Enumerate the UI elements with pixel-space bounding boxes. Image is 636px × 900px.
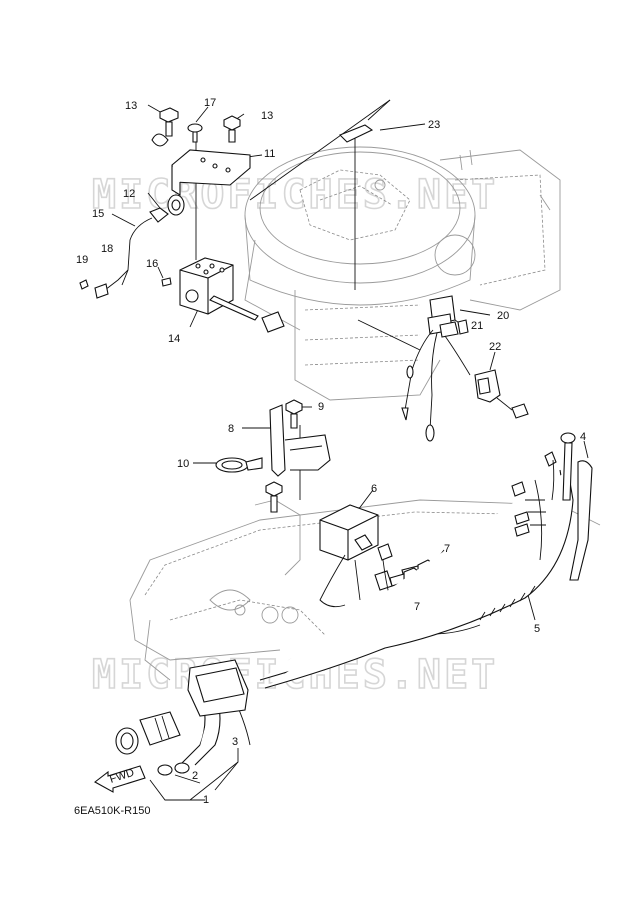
callout-23: 23 [428,119,440,131]
callout-5: 5 [534,623,540,635]
fuse-holders [374,543,481,635]
clamp-10 [215,457,263,473]
callout-3: 3 [232,736,238,748]
callout-20: 20 [497,310,509,322]
wire-harness-5 [259,451,574,689]
cord-18 [94,269,129,299]
connector-2 [139,711,181,746]
callout-13-right: 13 [261,110,273,122]
callout-1: 1 [203,794,209,806]
bracket-8 [269,404,331,477]
leader-lines [111,99,589,801]
bolt-13-left [159,107,179,137]
lever-23 [339,124,374,143]
callout-7-upper: 7 [444,543,450,555]
clip-under-bolt [151,133,169,147]
cap-1 [115,727,139,755]
callout-19: 19 [76,254,88,266]
callout-15: 15 [92,208,104,220]
grommet-12 [167,194,185,216]
lock-plate-19 [79,279,89,290]
callout-6: 6 [371,483,377,495]
connector-21 [457,319,469,335]
callout-17: 17 [204,97,216,109]
bracket-22 [474,369,529,419]
harness-grommet [187,659,249,717]
callout-21: 21 [471,320,483,332]
bolt-lower [265,481,283,513]
switch-box-14 [179,257,285,333]
callout-10: 10 [177,458,189,470]
diagram-code: 6EA510K-R150 [74,805,150,817]
relay-20 [427,295,459,338]
callout-13-left: 13 [125,100,137,112]
cable-15 [121,207,169,286]
callout-12: 12 [123,188,135,200]
callout-11: 11 [264,148,275,160]
bracket-11 [171,149,251,196]
fwd-arrow: FWD [94,765,146,793]
callout-labels: 13 17 13 23 11 12 15 18 19 16 14 20 21 2… [76,97,586,806]
callout-14: 14 [168,333,180,345]
callout-18: 18 [101,243,113,255]
relay-wires [401,329,471,442]
bolt-9 [285,399,303,429]
callout-22: 22 [489,341,501,353]
pin-16 [161,277,172,287]
callout-7-lower: 7 [414,601,420,613]
callout-8: 8 [228,423,234,435]
callout-4: 4 [580,431,586,443]
battery-cables-4 [560,432,593,581]
bolt-13-right [223,115,241,143]
callout-9: 9 [318,401,324,413]
screw-17 [187,123,203,143]
callout-16: 16 [146,258,158,270]
callout-2: 2 [192,770,198,782]
rectifier-6 [319,504,379,608]
